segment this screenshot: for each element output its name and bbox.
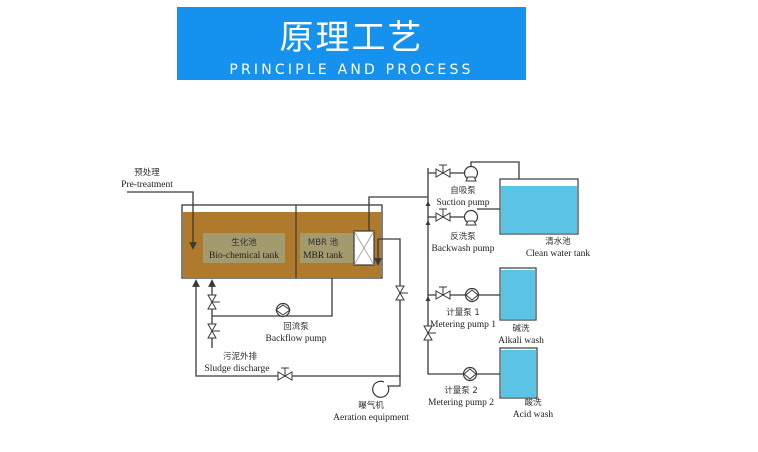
backwash-pump-icon (463, 209, 479, 226)
aeration-valve-icon (395, 285, 408, 301)
aeration-equipment-cn: 曝气机 (358, 400, 384, 411)
aeration-line-valve-icon (277, 367, 293, 381)
backwash-pump-en: Backwash pump (431, 244, 494, 254)
aeration-bottom-pipe (192, 279, 400, 377)
biochemical-tank-en: Bio-chemical tank (209, 251, 279, 261)
suction-pump-icon (463, 165, 479, 182)
sludge-discharge-cn: 污泥外排 (223, 351, 258, 362)
membrane-module-icon (353, 230, 375, 266)
pretreatment-cn: 预处理 (134, 167, 160, 178)
pretreatment-en: Pre-treatment (121, 180, 173, 190)
backflow-pump-cn: 回流泵 (283, 321, 309, 332)
metering-pump-2-cn: 计量泵 2 (444, 385, 478, 396)
metering-pump-1-icon (464, 287, 480, 303)
mbr-label-bg (300, 233, 355, 263)
acid-wash-tank (499, 347, 538, 399)
inlet-pipe (127, 191, 197, 250)
mbr-tank-en: MBR tank (303, 251, 343, 261)
metering-pump-1-en: Metering pump 1 (430, 320, 496, 330)
page-title: 原理工艺 (279, 18, 424, 58)
acid-wash-cn: 酸洗 (524, 397, 542, 408)
metering-pump-2-en: Metering pump 2 (428, 398, 494, 408)
suction-to-tank-pipe (470, 161, 523, 189)
sludge-discharge-en: Sludge discharge (205, 364, 270, 374)
main-tank: 生化池 Bio-chemical tank MBR 池 MBR tank (181, 204, 383, 279)
manifold-valve-icon (423, 325, 436, 341)
suction-valve-icon (435, 164, 451, 178)
backwash-valve-icon (435, 208, 451, 222)
clean-water-tank-en: Clean water tank (526, 249, 591, 259)
backflow-pump-en: Backflow pump (266, 333, 327, 344)
backwash-pump-cn: 反洗泵 (450, 231, 476, 242)
aeration-riser-pipe (374, 238, 401, 380)
backflow-pipe (212, 278, 333, 317)
suction-pump-en: Suction pump (436, 198, 489, 208)
backflow-pump-icon (275, 302, 291, 318)
biochemical-tank-cn: 生化池 (231, 237, 257, 248)
acid-wash-en: Acid wash (513, 410, 554, 420)
aeration-equipment-en: Aeration equipment (333, 413, 409, 423)
metering1-valve-icon (435, 286, 451, 300)
alkali-wash-tank (499, 267, 537, 321)
biochemical-label-bg (203, 233, 285, 263)
alkali-wash-cn: 碱洗 (512, 323, 530, 334)
metering-pump-1-cn: 计量泵 1 (446, 307, 480, 318)
suction-pump-cn: 自吸泵 (450, 185, 476, 196)
aeration-blower-icon (372, 380, 401, 398)
sludge-valve-1-icon (207, 294, 220, 310)
clean-water-tank (499, 178, 579, 235)
clean-water-tank-cn: 清水池 (545, 236, 571, 247)
sludge-valve-2-icon (207, 323, 220, 339)
alkali-wash-en: Alkali wash (498, 336, 544, 346)
page-subtitle: PRINCIPLE AND PROCESS (229, 62, 474, 78)
metering-pump-2-icon (462, 366, 478, 382)
header-banner: 原理工艺 PRINCIPLE AND PROCESS (177, 7, 526, 80)
mbr-tank-cn: MBR 池 (308, 237, 339, 248)
mbr-outlet-pipe (368, 196, 428, 231)
